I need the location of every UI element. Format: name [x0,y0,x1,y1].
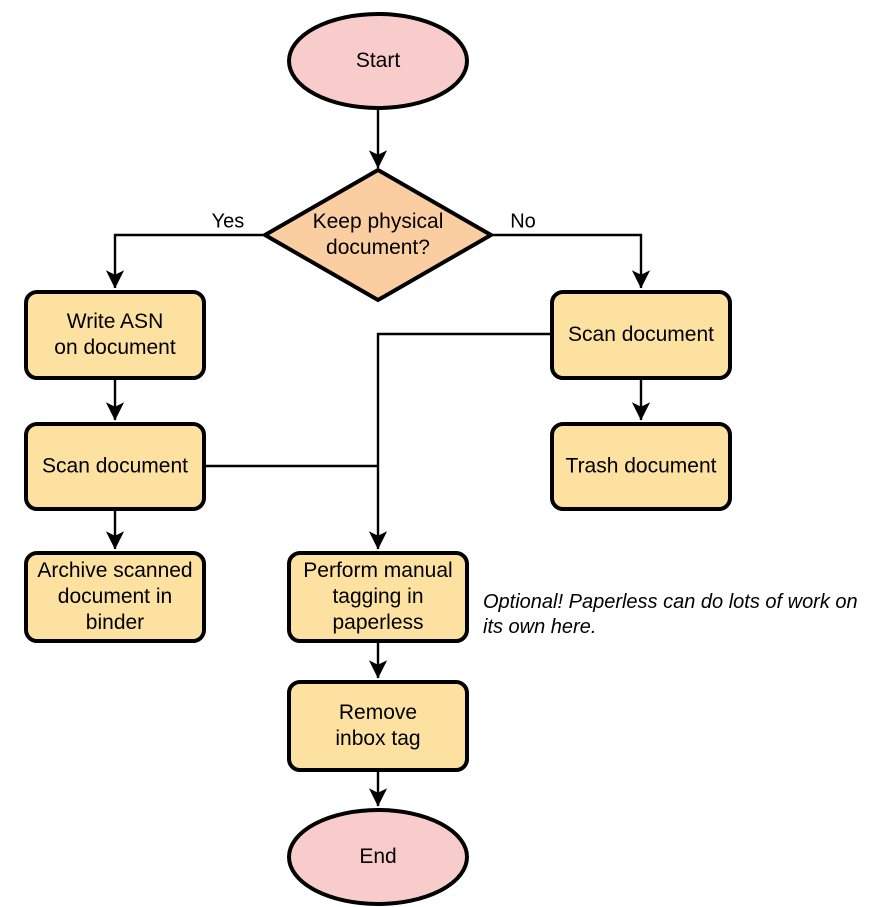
node-label-line: Scan document [568,323,714,346]
process-shape[interactable] [287,680,469,772]
node-write-asn[interactable]: Write ASN on document [24,290,206,380]
node-keep-physical[interactable]: Keep physical document? [263,168,493,302]
edge-scan-right-to-manual-tagging [368,332,552,550]
node-label-line: Write ASN [67,310,163,333]
edge-path [368,332,552,550]
node-label-line: on document [54,336,176,359]
node-label-line: Remove [339,701,417,724]
node-label: Remove inbox tag [335,701,420,750]
node-label-line: Keep physical [313,210,444,233]
edge-keep-physical-to-write-asn [105,233,265,289]
node-scan-left[interactable]: Scan document [24,422,206,511]
node-label: Perform manual tagging in paperless [303,559,452,634]
node-scan-right[interactable]: Scan document [550,290,732,380]
process-shape[interactable] [24,422,206,511]
annotation-line: its own here. [483,616,596,638]
process-shape[interactable] [24,290,206,380]
node-label: Scan document [568,323,714,346]
node-remove-inbox-tag[interactable]: Remove inbox tag [287,680,469,772]
terminator-shape[interactable] [287,12,469,110]
node-label: Keep physical document? [313,210,444,259]
node-label: Trash document [566,454,717,477]
node-end[interactable]: End [287,808,469,906]
node-archive-binder[interactable]: Archive scanned document in binder [24,551,206,643]
node-label-line: Scan document [42,454,188,477]
process-shape[interactable] [550,422,732,511]
node-label-line: inbox tag [335,727,420,750]
edge-keep-physical-to-scan-right [491,233,651,289]
node-label-line: tagging in [332,585,423,608]
edge-label-no: No [510,210,536,232]
process-shape[interactable] [287,551,469,643]
edges-layer [105,108,651,807]
node-label: Write ASN on document [54,310,176,359]
process-shape[interactable] [24,551,206,643]
node-label-line: End [359,845,396,868]
node-label-line: Trash document [566,454,717,477]
node-manual-tagging[interactable]: Perform manual tagging in paperless [287,551,469,643]
node-label: Start [356,49,401,72]
edge-label-yes: Yes [212,210,245,232]
node-label: End [359,845,396,868]
node-label-line: binder [86,611,144,634]
annotation-line: Optional! Paperless can do lots of work … [483,591,858,613]
decision-shape[interactable] [263,168,493,302]
node-label: Archive scanned document in binder [37,559,192,634]
node-label-line: Archive scanned [37,559,192,582]
process-shape[interactable] [550,290,732,380]
edge-path [105,233,265,289]
node-label-line: Perform manual [303,559,452,582]
node-label-line: document in [58,585,172,608]
node-label: Scan document [42,454,188,477]
node-label-line: document? [326,236,430,259]
node-label-line: paperless [332,611,423,634]
edge-labels-layer: Yes No [212,210,536,232]
node-label-line: Start [356,49,401,72]
node-start[interactable]: Start [287,12,469,110]
edge-path [491,233,651,289]
node-trash[interactable]: Trash document [550,422,732,511]
annotations-layer: Optional! Paperless can do lots of work … [483,591,858,638]
terminator-shape[interactable] [287,808,469,906]
annotation-note: Optional! Paperless can do lots of work … [483,591,858,638]
